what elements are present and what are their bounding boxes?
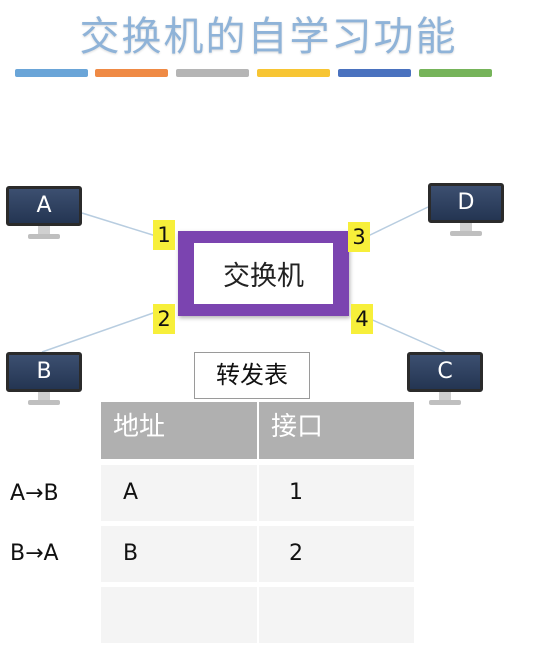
switch-label: 交换机 (223, 261, 304, 292)
color-bar-blue (15, 69, 88, 77)
monitor-stand (439, 392, 451, 400)
computer-c: C (407, 352, 483, 410)
link-d-port3 (367, 206, 429, 237)
link-c-port4 (367, 317, 446, 353)
monitor-base (429, 400, 461, 405)
switch-box: 交换机 (178, 231, 349, 316)
color-bar-orange (95, 69, 168, 77)
monitor-stand (38, 226, 50, 234)
computer-a: A (6, 186, 82, 244)
flow-label: A→B (10, 481, 59, 506)
table-header-port: 接口 (259, 402, 414, 459)
monitor-stand (460, 223, 472, 231)
color-bar-yellow (257, 69, 330, 77)
host-label-a: A (6, 186, 82, 226)
color-bar-navy (338, 69, 411, 77)
table-cell-port (259, 587, 414, 643)
table-cell-address (101, 587, 257, 643)
port-1: 1 (153, 220, 175, 250)
table-cell-address: B (101, 526, 257, 582)
host-label-d: D (428, 183, 504, 223)
port-4: 4 (351, 304, 373, 334)
color-bar-gray (176, 69, 249, 77)
table-cell-port: 2 (259, 526, 414, 582)
monitor-base (28, 234, 60, 239)
page-title: 交换机的自学习功能 (79, 14, 458, 60)
monitor-stand (38, 392, 50, 400)
port-3: 3 (348, 222, 370, 252)
link-a-port1 (81, 212, 157, 237)
table-cell-address: A (101, 465, 257, 521)
monitor-base (28, 400, 60, 405)
port-2: 2 (153, 304, 175, 334)
flow-label: B→A (10, 541, 59, 566)
link-b-port2 (41, 311, 157, 353)
computer-d: D (428, 183, 504, 241)
table-cell-port: 1 (259, 465, 414, 521)
computer-b: B (6, 352, 82, 410)
color-bar-green (419, 69, 492, 77)
host-label-c: C (407, 352, 483, 392)
host-label-b: B (6, 352, 82, 392)
monitor-base (450, 231, 482, 236)
forwarding-table-label: 转发表 (194, 352, 310, 399)
table-header-address: 地址 (101, 402, 257, 459)
